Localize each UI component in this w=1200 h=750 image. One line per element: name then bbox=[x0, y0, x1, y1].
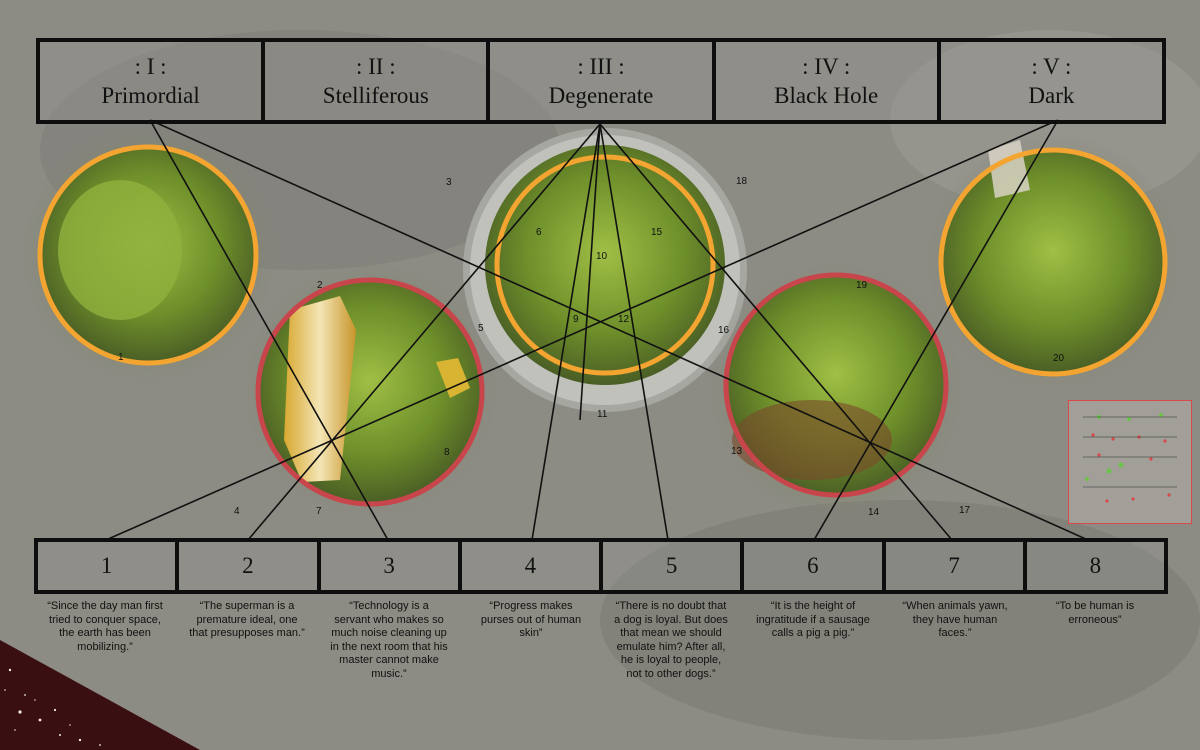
era-box-degenerate: : III : Degenerate bbox=[490, 42, 716, 120]
era-numeral: : I : bbox=[134, 54, 167, 79]
small-label-6: 6 bbox=[536, 227, 542, 238]
era-box-stelliferous: : II : Stelliferous bbox=[265, 42, 491, 120]
small-label-14: 14 bbox=[868, 507, 880, 518]
number-box-2: 2 bbox=[179, 542, 321, 590]
quote-3: “Technology is a servant who makes so mu… bbox=[330, 600, 448, 680]
small-label-13: 13 bbox=[731, 446, 743, 457]
era-numeral: : II : bbox=[356, 54, 396, 79]
number-box-8: 8 bbox=[1089, 553, 1102, 578]
legend-thumbnail bbox=[1068, 400, 1192, 524]
small-label-12: 12 bbox=[618, 314, 630, 325]
number-box-3: 3 bbox=[321, 542, 462, 590]
number-row: 1 2 3 4 5 6 7 8 bbox=[34, 538, 1168, 594]
small-label-17: 17 bbox=[959, 505, 971, 516]
starfield-corner bbox=[0, 640, 200, 750]
era-header-row: : I : Primordial : II : Stelliferous : I… bbox=[36, 38, 1166, 124]
mineral-cluster-2 bbox=[240, 260, 500, 520]
era-numeral: : V : bbox=[1031, 54, 1072, 79]
small-label-20: 20 bbox=[1053, 353, 1065, 364]
era-name: Black Hole bbox=[774, 83, 879, 108]
era-numeral: : III : bbox=[577, 54, 625, 79]
mineral-cluster-4 bbox=[706, 260, 966, 520]
era-name: Dark bbox=[1028, 83, 1075, 108]
small-label-18: 18 bbox=[736, 176, 748, 187]
small-label-1: 1 bbox=[118, 352, 124, 363]
small-label-16: 16 bbox=[718, 325, 730, 336]
small-label-9: 9 bbox=[573, 314, 579, 325]
number-box-4: 4 bbox=[462, 542, 603, 590]
quote-6: “It is the height of ingratitude if a sa… bbox=[756, 600, 870, 639]
era-name: Stelliferous bbox=[322, 83, 429, 108]
small-label-8: 8 bbox=[444, 447, 450, 458]
number-box-5: 5 bbox=[603, 542, 745, 590]
small-label-19: 19 bbox=[856, 280, 868, 291]
era-name: Degenerate bbox=[548, 83, 654, 108]
quote-5: “There is no doubt that a dog is loyal. … bbox=[614, 600, 728, 680]
small-label-3: 3 bbox=[446, 177, 452, 188]
small-label-4: 4 bbox=[234, 506, 240, 517]
small-label-2: 2 bbox=[317, 280, 323, 291]
quote-8: “To be human is erroneous” bbox=[1055, 600, 1135, 626]
mineral-cluster-1 bbox=[18, 125, 278, 385]
quote-4: “Progress makes purses out of human skin… bbox=[480, 600, 582, 639]
quote-1: “Since the day man first tried to conque… bbox=[47, 600, 163, 653]
era-name: Primordial bbox=[101, 83, 200, 108]
era-box-black-hole: : IV : Black Hole bbox=[716, 42, 941, 120]
era-box-dark: : V : Dark bbox=[941, 42, 1162, 120]
era-numeral: : IV : bbox=[802, 54, 851, 79]
mineral-cluster-3 bbox=[463, 128, 747, 412]
number-box-7: 7 bbox=[886, 542, 1027, 590]
small-label-15: 15 bbox=[651, 227, 663, 238]
small-label-11: 11 bbox=[597, 409, 608, 420]
number-box-6: 6 bbox=[744, 542, 886, 590]
quote-7: “When animals yawn, they have human face… bbox=[902, 600, 1008, 639]
era-box-primordial: : I : Primordial bbox=[40, 42, 266, 120]
small-label-7: 7 bbox=[316, 506, 322, 517]
quote-2: “The superman is a premature ideal, one … bbox=[189, 600, 305, 639]
small-label-10: 10 bbox=[596, 251, 608, 262]
number-box-1: 1 bbox=[38, 542, 180, 590]
small-label-5: 5 bbox=[478, 323, 484, 334]
